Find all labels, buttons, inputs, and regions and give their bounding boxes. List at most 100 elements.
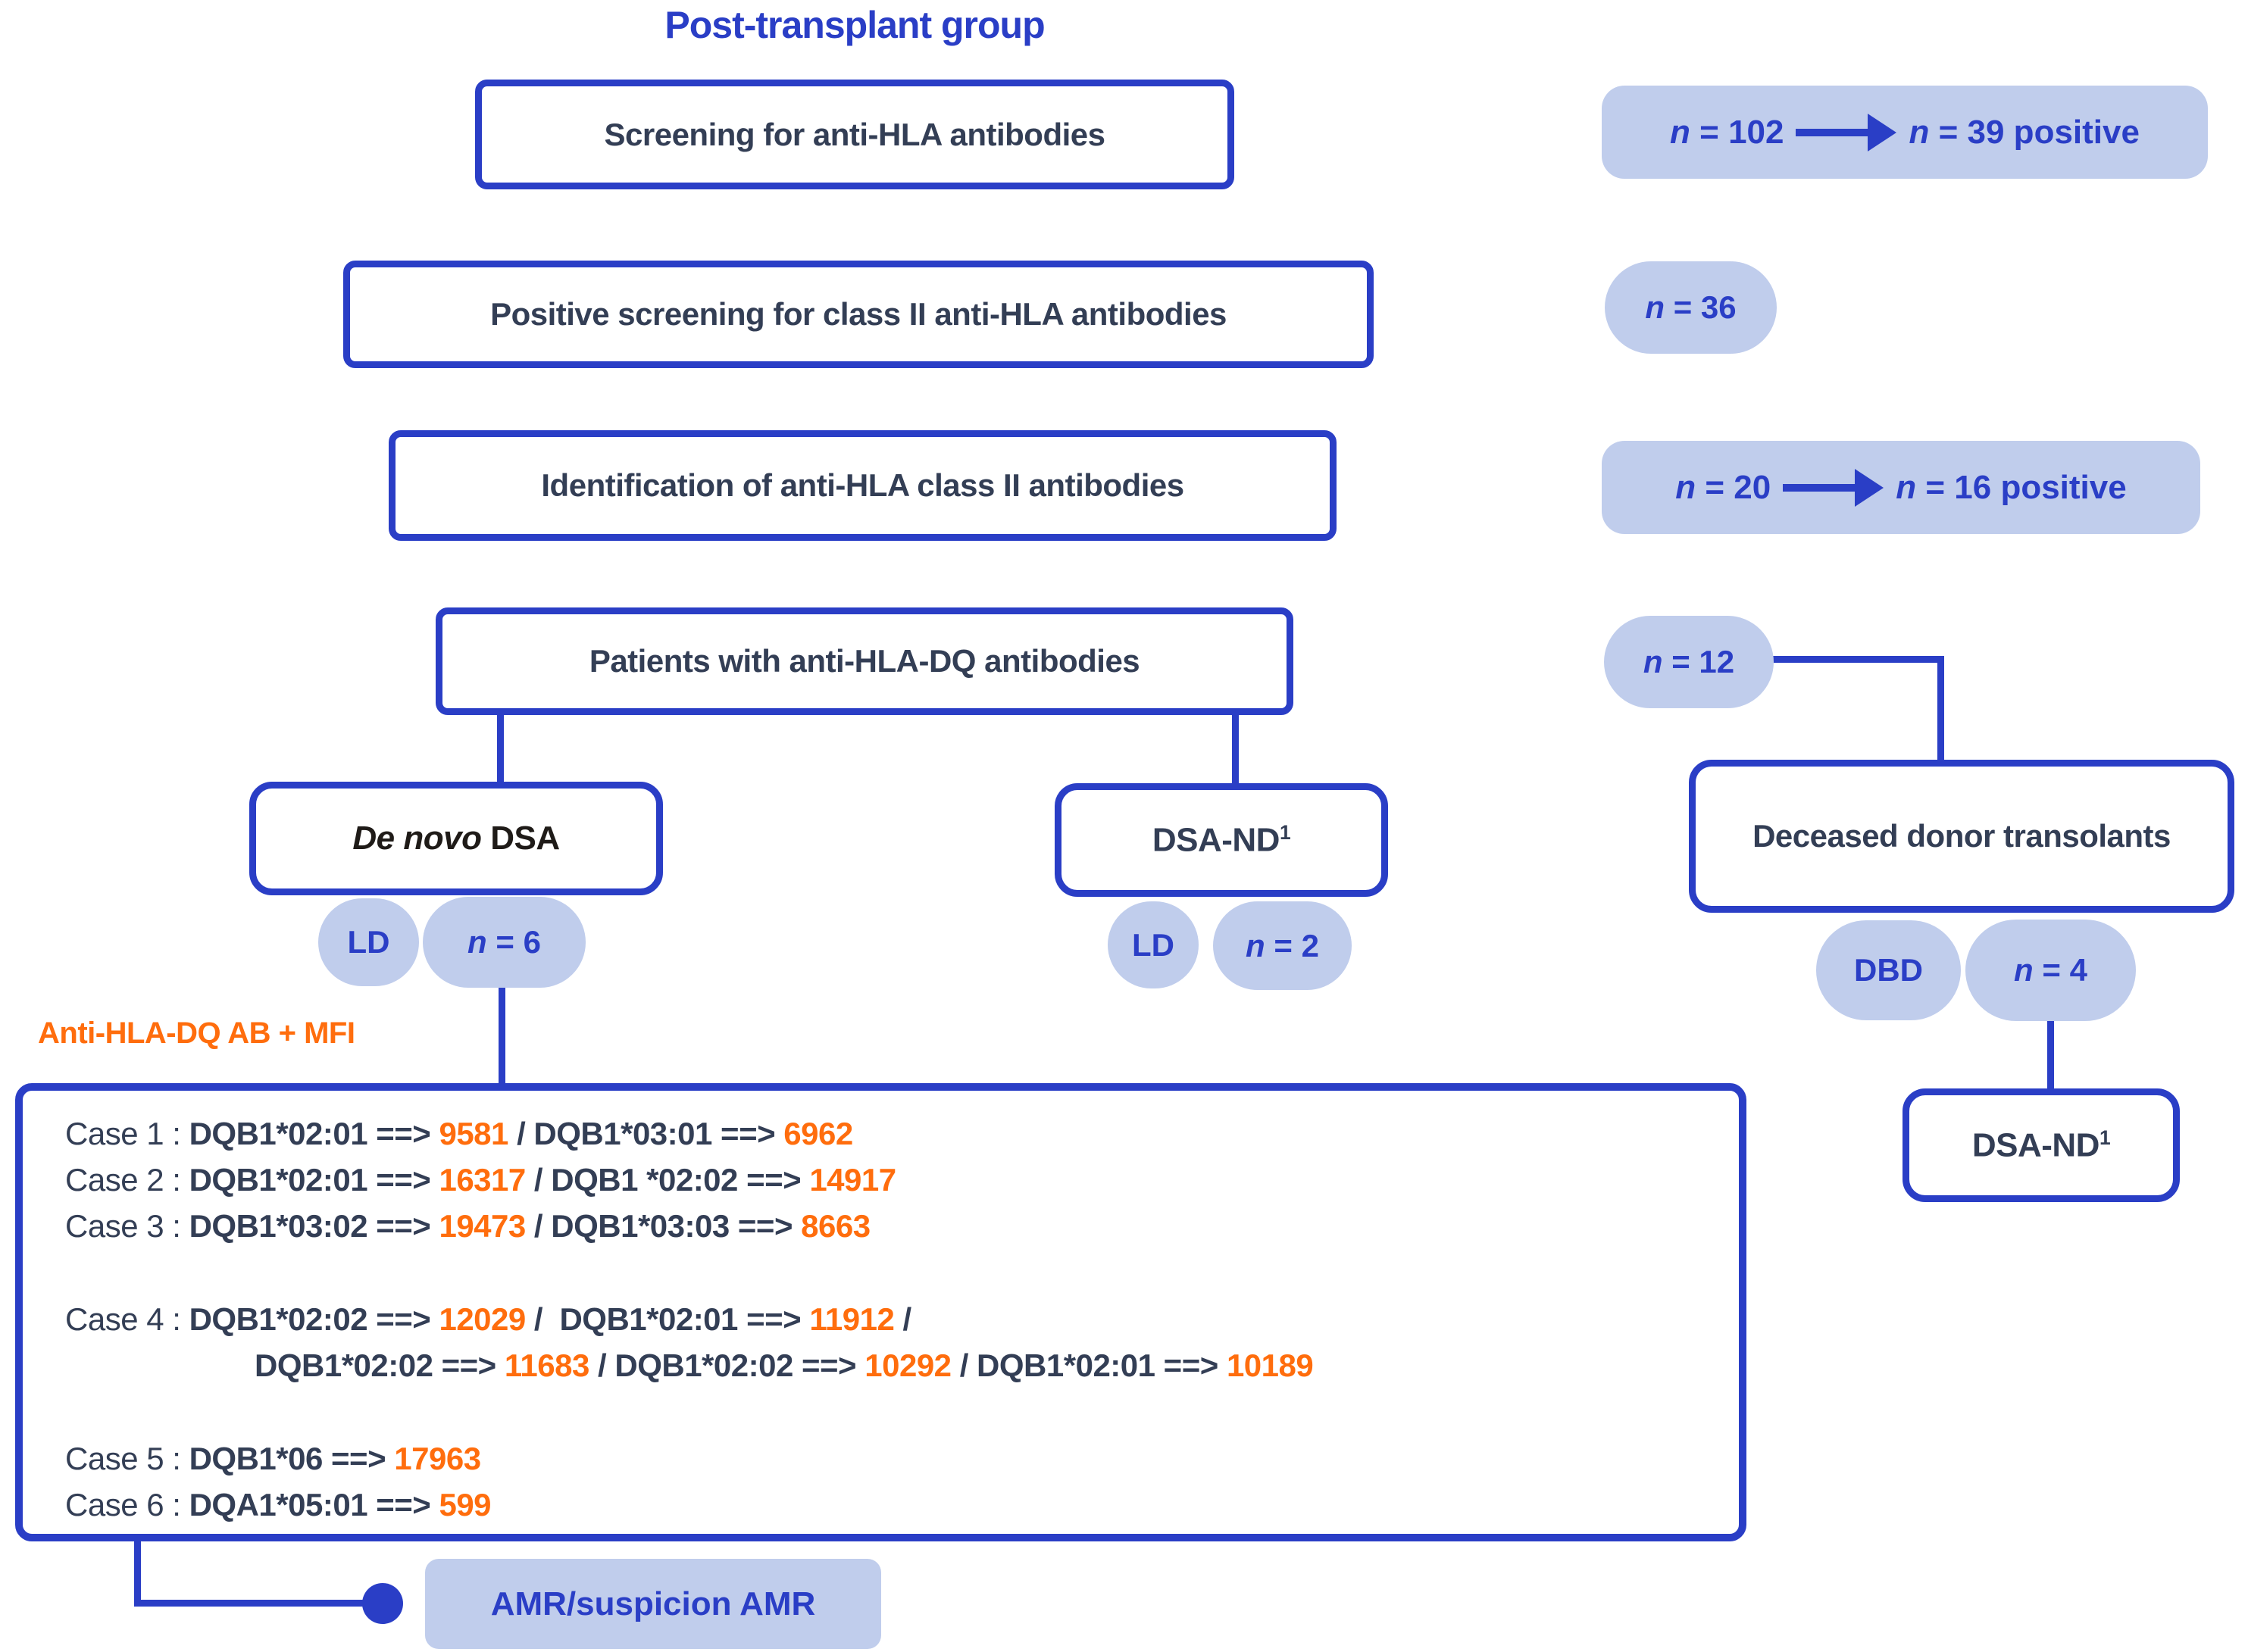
pill-n2: n = 2 <box>1213 901 1352 990</box>
allele-text: / DQB1*03:01 ==> <box>508 1116 784 1151</box>
mfi-value: 12029 <box>439 1301 526 1337</box>
step-box-screening: Screening for anti-HLA antibodies <box>475 80 1234 189</box>
mfi-value: 11683 <box>504 1348 589 1383</box>
branch-box-de-novo-dsa-label: De novo DSA <box>352 820 560 857</box>
connector-line <box>497 712 504 784</box>
case-line: Case 1 : DQB1*02:01 ==> 9581 / DQB1*03:0… <box>65 1110 1724 1157</box>
case-label: Case 5 : <box>65 1441 189 1476</box>
count-before: n = 20 <box>1675 469 1771 507</box>
dbd-label: DBD <box>1854 952 1923 988</box>
outcome-badge-amr-label: AMR/suspicion AMR <box>490 1585 816 1622</box>
allele-text: / DQB1*02:02 ==> <box>589 1348 865 1383</box>
step-box-patients-dq-label: Patients with anti-HLA-DQ antibodies <box>589 643 1140 679</box>
mfi-value: 10292 <box>864 1348 952 1383</box>
connector-line <box>1232 712 1239 785</box>
count-after: n = 39 positive <box>1909 114 2139 151</box>
mfi-value: 599 <box>439 1487 492 1522</box>
mfi-value: 8663 <box>801 1208 871 1244</box>
pill-n6: n = 6 <box>423 897 586 988</box>
n-symbol: n <box>1909 113 1930 151</box>
n-symbol: n <box>1675 468 1696 506</box>
dsa-text: DSA <box>481 820 560 857</box>
allele-text: / DQB1*02:01 ==> <box>525 1301 810 1337</box>
n-symbol: n <box>467 924 487 960</box>
count-value: = 6 <box>486 924 541 960</box>
allele-text: DQA1*05:01 ==> <box>189 1487 439 1522</box>
count-badge-n36: n = 36 <box>1605 261 1777 354</box>
case-label: Case 3 : <box>65 1208 189 1244</box>
branch-box-dsa-nd: DSA-ND1 <box>1055 783 1388 897</box>
allele-text: / DQB1 *02:02 ==> <box>525 1162 810 1198</box>
mfi-section-heading: Anti-HLA-DQ AB + MFI <box>38 1016 355 1050</box>
mfi-value: 17963 <box>394 1441 481 1476</box>
case-line: Case 4 : DQB1*02:02 ==> 12029 / DQB1*02:… <box>65 1296 1724 1342</box>
n-symbol: n <box>1670 113 1690 151</box>
branch-box-deceased-donor-label: Deceased donor transolants <box>1752 818 2171 854</box>
allele-text: / DQB1*03:03 ==> <box>525 1208 802 1244</box>
branch-box-deceased-donor: Deceased donor transolants <box>1689 760 2234 913</box>
connector-endpoint-dot <box>362 1583 403 1624</box>
allele-text: / <box>894 1301 911 1337</box>
case-line: Case 6 : DQA1*05:01 ==> 599 <box>65 1482 1724 1528</box>
allele-text: / DQB1*02:01 ==> <box>951 1348 1227 1383</box>
mfi-value: 19473 <box>439 1208 526 1244</box>
count-badge-screening: n = 102 n = 39 positive <box>1602 86 2208 179</box>
allele-text: DQB1*02:02 ==> <box>189 1301 439 1337</box>
n-symbol: n <box>1643 644 1663 679</box>
step-box-patients-dq: Patients with anti-HLA-DQ antibodies <box>436 607 1293 715</box>
case-label: Case 6 : <box>65 1487 189 1522</box>
mfi-value: 6962 <box>783 1116 853 1151</box>
count-before: n = 102 <box>1670 114 1784 151</box>
case-line: Case 5 : DQB1*06 ==> 17963 <box>65 1435 1724 1482</box>
n-symbol: n <box>1896 468 1917 506</box>
step-box-screening-label: Screening for anti-HLA antibodies <box>604 116 1106 152</box>
pill-dbd: DBD <box>1816 920 1961 1020</box>
n-symbol: n <box>1645 289 1665 325</box>
case-line: DQB1*02:02 ==> 11683 / DQB1*02:02 ==> 10… <box>65 1342 1724 1388</box>
connector-line <box>1937 656 1944 762</box>
footnote-superscript: 1 <box>1279 820 1291 844</box>
case-label: Case 2 : <box>65 1162 189 1198</box>
connector-line <box>1769 656 1944 663</box>
n-symbol: n <box>2014 952 2034 988</box>
count-badge-identification: n = 20 n = 16 positive <box>1602 441 2200 534</box>
connector-line <box>134 1600 373 1607</box>
count-value: = 20 <box>1696 468 1771 506</box>
step-box-identification-label: Identification of anti-HLA class II anti… <box>541 467 1184 503</box>
count-value: = 2 <box>1265 927 1319 963</box>
pill-ld-dsa-nd: LD <box>1108 901 1199 988</box>
count-value: = 4 <box>2033 952 2087 988</box>
mfi-value: 14917 <box>809 1162 896 1198</box>
branch-box-de-novo-dsa: De novo DSA <box>249 782 663 895</box>
step-box-positive-screening: Positive screening for class II anti-HLA… <box>343 261 1374 368</box>
count-value: = 16 positive <box>1916 468 2127 506</box>
case-line: Case 2 : DQB1*02:01 ==> 16317 / DQB1 *02… <box>65 1157 1724 1203</box>
count-value: = 36 <box>1665 289 1737 325</box>
count-value: = 102 <box>1690 113 1784 151</box>
case-line: Case 3 : DQB1*03:02 ==> 19473 / DQB1*03:… <box>65 1203 1724 1249</box>
pill-n4: n = 4 <box>1965 920 2136 1021</box>
outcome-badge-amr: AMR/suspicion AMR <box>425 1559 881 1649</box>
case-label: Case 1 : <box>65 1116 189 1151</box>
step-box-positive-screening-label: Positive screening for class II anti-HLA… <box>490 296 1227 332</box>
de-novo-italic: De novo <box>352 820 482 857</box>
page-title: Post-transplant group <box>664 4 1045 46</box>
case-list: Case 1 : DQB1*02:01 ==> 9581 / DQB1*03:0… <box>65 1110 1724 1528</box>
mfi-value: 16317 <box>439 1162 526 1198</box>
ld-label: LD <box>1132 926 1174 963</box>
count-value: = 12 <box>1662 644 1735 679</box>
allele-text: DQB1*03:02 ==> <box>189 1208 439 1244</box>
step-box-identification: Identification of anti-HLA class II anti… <box>389 430 1337 541</box>
count-after: n = 16 positive <box>1896 469 2126 507</box>
right-arrow-icon <box>1783 468 1884 507</box>
branch-box-dsa-nd-deceased-label: DSA-ND1 <box>1971 1126 2111 1164</box>
count-badge-n12: n = 12 <box>1604 616 1774 708</box>
mfi-value: 9581 <box>439 1116 508 1151</box>
footnote-superscript: 1 <box>2099 1126 2111 1149</box>
branch-box-dsa-nd-deceased: DSA-ND1 <box>1903 1088 2180 1202</box>
allele-text: DQB1*02:02 ==> <box>255 1348 505 1383</box>
count-value: = 39 positive <box>1929 113 2140 151</box>
mfi-value: 10189 <box>1226 1348 1314 1383</box>
mfi-value: 11912 <box>809 1301 895 1337</box>
